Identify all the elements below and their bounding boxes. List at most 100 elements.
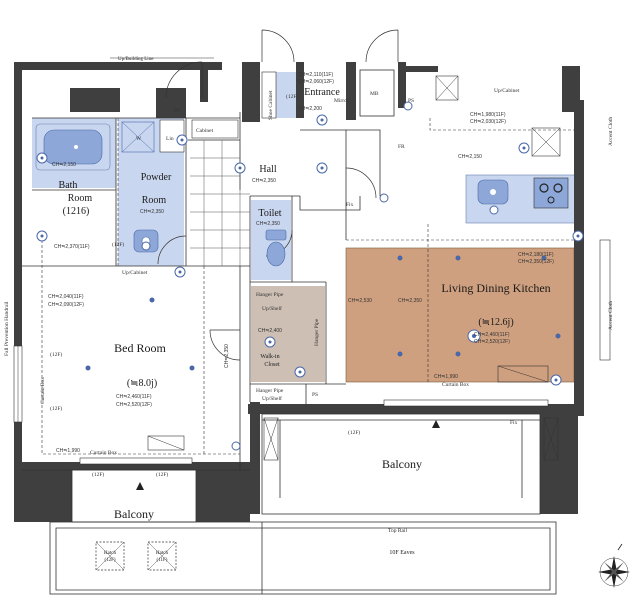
ldk-ch-11f: CH≒2,460(11F)	[474, 332, 510, 338]
bath-name-2: Room	[68, 193, 93, 204]
ceiling-light-icons	[36, 101, 584, 451]
cabinet-label: Cabinet	[196, 128, 214, 134]
hanger-pipe-label-3: Hanger Pipe	[256, 388, 284, 394]
hatch-b-floor: (11F)	[157, 558, 168, 563]
ldk-ch-11f-top: CH≒1,980(11F)	[470, 112, 506, 118]
bed-room-size: (≒8.0j)	[127, 378, 157, 389]
bed-box-markers	[147, 365, 549, 451]
tag-12f-3: (12F)	[92, 471, 104, 478]
sliding-window-ldk	[383, 399, 549, 407]
mirror-label: Mirror	[334, 98, 349, 104]
led-dots	[85, 255, 561, 371]
hatch-a-label: Hatch	[104, 551, 116, 556]
fall-prevention-label: Fall Prevention Handrail	[4, 301, 10, 356]
mb-label: MB	[370, 91, 379, 97]
walkin-name-1: Walk-in	[260, 354, 279, 360]
up-cabinet-top-label: Up/Cabinet	[494, 88, 520, 94]
bath-ch: CH≒2,150	[52, 162, 76, 168]
hatch-b-label: Hatch	[156, 551, 168, 556]
fix-label-2: Fix	[510, 420, 518, 426]
bath-size: (1216)	[63, 206, 90, 217]
fr-label: FR	[398, 144, 405, 150]
powder-name-1: Powder	[141, 172, 172, 183]
ldk-ch-12f-top: CH≒2,030(12F)	[470, 119, 506, 125]
accent-cloth-top-label: Accent Cloth	[608, 117, 614, 146]
bed-ch-vert: CH≒2,350	[224, 344, 230, 368]
curtain-box-bed-label: Curtain Box	[90, 450, 117, 456]
entrance-ch-low: CH≒2,200	[298, 106, 322, 112]
bed-ch-11f: CH≒2,460(11F)	[116, 394, 152, 400]
up-building-line-label: Up/Building Line	[118, 57, 154, 62]
ldk-name: Living Dining Kitchen	[441, 281, 550, 295]
ps-label-1: PS	[174, 108, 180, 114]
bed-room-name: Bed Room	[114, 341, 166, 355]
hanger-pipe-label-2: Hanger Pipe	[314, 318, 320, 346]
bed-ch-upper-12f: CH≒2,090(12F)	[48, 302, 84, 308]
kitchen-sink-icon	[477, 179, 509, 205]
toilet-icon	[265, 229, 287, 267]
balcony-main-label: Balcony	[382, 457, 422, 471]
ldk-floor	[345, 247, 575, 383]
entrance-arrows	[136, 420, 440, 490]
top-rail-label: Top Rail	[388, 528, 407, 534]
hanger-pipe-label-1: Hanger Pipe	[256, 292, 284, 298]
powder-name-2: Room	[142, 195, 167, 206]
shoe-cabinet	[261, 71, 277, 119]
walkin-closet-floor	[251, 286, 325, 382]
balcony-left-area	[49, 469, 557, 595]
ldk-ch-mid: CH≒2,350	[398, 298, 422, 304]
compass-rose-icon	[598, 543, 630, 588]
ldk-ch-top: CH≒2,150	[458, 154, 482, 160]
walkin-ch: CH≒2,400	[258, 328, 282, 334]
ps-label-3: PS	[312, 392, 318, 398]
tag-12f-4: (12F)	[156, 471, 168, 478]
hall-ch: CH≒2,350	[252, 178, 276, 184]
tag-12f-2: (12F)	[50, 405, 62, 412]
entrance-ch-11f: CH≒2,110(11F)	[298, 72, 333, 78]
hall-name: Hall	[259, 164, 276, 175]
ceiling-vent-icons	[435, 75, 561, 157]
curtain-box-ldk-label: Curtain Box	[442, 382, 469, 388]
bathtub-icon	[35, 123, 111, 171]
bath-name-1: Bath	[59, 180, 78, 191]
eaves-label: 10F Eaves	[389, 550, 415, 556]
fix-label-1: Fix	[346, 202, 354, 208]
walkin-name-2: Closet	[264, 362, 280, 368]
tag-12f-5: (12F)	[348, 429, 360, 436]
up-shelf-label-1: Up/Shelf	[262, 305, 282, 312]
bed-ch-side: CH≒2,370(11F)	[54, 244, 90, 250]
window-bed	[13, 345, 23, 423]
sliding-window-bed	[79, 457, 193, 465]
powder-ch: CH≒2,350	[140, 209, 164, 215]
hall-floor-grid	[190, 139, 250, 266]
entrance-ch-12f: CH≒2,060(12F)	[298, 79, 334, 85]
hatch-a-floor: (12F)	[104, 558, 115, 563]
ps-label-2: PS	[408, 98, 414, 104]
outer-walls	[14, 62, 584, 522]
tag-12f-1: (12F)	[50, 351, 62, 358]
accent-cloth-side-label: Accent Cloth	[608, 301, 614, 330]
up-cabinet-label: Up/Cabinet	[122, 270, 148, 276]
mb-box	[359, 69, 395, 117]
up-shelf-label-2: Up/Shelf	[262, 395, 282, 402]
hatch-a	[95, 541, 125, 571]
ldk-ch-side: CH≒2,530	[348, 298, 372, 304]
dashed-lines	[41, 118, 574, 455]
toilet-ch: CH≒2,350	[256, 221, 280, 227]
w-label: W	[136, 136, 142, 142]
ldk-ch-right-11f: CH≒2,180(11F)	[518, 252, 554, 258]
window-ldk-right	[599, 239, 611, 361]
ldk-size: (≒12.6j)	[478, 317, 513, 328]
curtain-box-vert-label: Curtain Box	[40, 377, 46, 404]
hatch-b	[147, 541, 177, 571]
ldk-ch-bottom: CH≒1,990	[434, 374, 458, 380]
tag-12f-6: (12F)	[112, 241, 124, 248]
bed-ch-bottom: CH≒1,990	[56, 448, 80, 454]
toilet-name: Toilet	[258, 208, 281, 219]
stove-icon	[533, 177, 569, 209]
tag-12f-7: (12F)	[286, 93, 298, 100]
bed-ch-12f: CH≒2,520(12F)	[116, 402, 152, 408]
bed-ch-upper-11f: CH≒2,040(11F)	[48, 294, 84, 300]
washing-machine-icon	[121, 121, 155, 153]
